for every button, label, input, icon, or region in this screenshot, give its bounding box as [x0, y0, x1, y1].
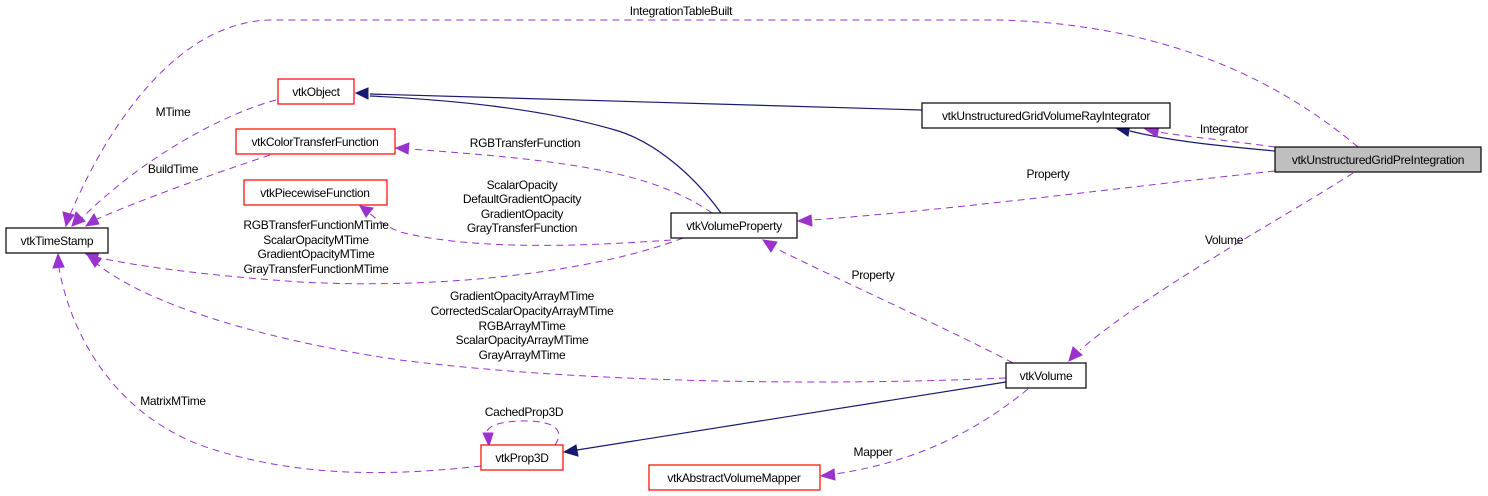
edge-label-property-volume: Property [852, 268, 895, 282]
node-vtkobject[interactable]: vtkObject [277, 78, 355, 105]
edge-arraymtime-group [95, 262, 1007, 383]
node-vtkpiecewisefunction[interactable]: vtkPiecewiseFunction [243, 179, 388, 206]
edge-label-volume: Volume [1205, 233, 1244, 247]
edge-mtime [81, 99, 277, 219]
node-label: vtkPiecewiseFunction [260, 186, 369, 200]
edge-label-rgbtransferfunctionmtime: RGBTransferFunctionMTime [243, 218, 389, 232]
edges: IntegrationTableBuilt MTime BuildTime RG… [52, 4, 1359, 481]
node-vtkabstractvolumemapper[interactable]: vtkAbstractVolumeMapper [648, 464, 821, 491]
arrowhead-integrationtablebuilt [62, 211, 75, 228]
node-vtkprop3d[interactable]: vtkProp3D [480, 444, 564, 471]
edge-rgbtransferfunction [409, 148, 713, 214]
node-label: vtkAbstractVolumeMapper [667, 471, 800, 485]
arrowhead-rayint-object [354, 87, 369, 100]
edge-mtime-group [95, 237, 684, 285]
edge-volprop-inherits-object [369, 95, 722, 214]
edge-label-mapper: Mapper [854, 445, 893, 459]
node-vtkvolumeproperty[interactable]: vtkVolumeProperty [670, 212, 798, 239]
node-label: vtkProp3D [495, 451, 549, 465]
arrowhead-volume-prop3d [562, 444, 579, 457]
edge-label-mtime: MTime [156, 105, 191, 119]
node-label: vtkObject [292, 85, 340, 99]
arrowhead-property-volume [761, 239, 778, 253]
edge-mapper [834, 388, 1029, 475]
edge-label-integrator: Integrator [1200, 122, 1249, 136]
node-label: vtkVolumeProperty [686, 219, 782, 233]
arrowhead-mtime [71, 211, 86, 227]
edge-label-integrationtablebuilt: IntegrationTableBuilt [630, 4, 733, 18]
edge-label-grayarraymtime: GrayArrayMTime [479, 348, 566, 362]
edge-label-property-preint: Property [1027, 167, 1070, 181]
edge-label-correctedscalaropacityarraymtime: CorrectedScalarOpacityArrayMTime [431, 304, 614, 318]
arrowhead-rgbtransferfunction [394, 142, 410, 155]
arrowhead-property-preint [796, 214, 813, 227]
edge-preint-inherits-rayint [1129, 130, 1276, 152]
edge-volume-inherits-prop3d [576, 381, 1007, 451]
node-label: vtkColorTransferFunction [251, 135, 378, 149]
edge-label-gradientopacity: GradientOpacity [481, 207, 564, 221]
edge-property-volume [774, 247, 1014, 364]
arrowhead-cachedprop3d [482, 432, 494, 448]
node-label: vtkTimeStamp [21, 234, 94, 248]
edge-label-rgbarraymtime: RGBArrayMTime [479, 319, 567, 333]
node-label: vtkUnstructuredGridPreIntegration [1292, 153, 1464, 167]
edge-label-rgbtransferfunction: RGBTransferFunction [470, 136, 581, 150]
nodes: vtkUnstructuredGridPreIntegration vtkUns… [5, 78, 1482, 491]
edge-label-graytransferfunctionmtime: GrayTransferFunctionMTime [244, 262, 390, 276]
edge-rayint-inherits-object [369, 93, 923, 111]
arrowhead-arraymtime-group [86, 255, 102, 268]
edge-volume [1079, 172, 1354, 351]
edge-label-matrixmtime: MatrixMTime [140, 394, 206, 408]
node-vtkunstructuredgridvolumerayintegrator[interactable]: vtkUnstructuredGridVolumeRayIntegrator [921, 102, 1171, 129]
edge-scalaropacity-group [367, 211, 672, 246]
node-label: vtkUnstructuredGridVolumeRayIntegrator [942, 109, 1150, 123]
edge-label-scalaropacityarraymtime: ScalarOpacityArrayMTime [456, 333, 589, 347]
edge-label-scalaropacitymtime: ScalarOpacityMTime [263, 233, 369, 247]
arrowhead-volume [1068, 346, 1083, 362]
node-label: vtkVolume [1020, 369, 1073, 383]
edge-label-gradientopacitymtime: GradientOpacityMTime [258, 247, 376, 261]
arrowhead-mapper [819, 468, 836, 481]
edge-label-gradientopacityarraymtime: GradientOpacityArrayMTime [450, 289, 595, 303]
node-vtkcolortransferfunction[interactable]: vtkColorTransferFunction [235, 128, 396, 155]
edge-label-cachedprop3d: CachedProp3D [485, 405, 564, 419]
arrowhead-matrixmtime [52, 252, 65, 269]
edge-buildtime [94, 154, 271, 221]
edge-label-defaultgradientopacity: DefaultGradientOpacity [463, 192, 581, 206]
edge-integrationtablebuilt [69, 19, 1359, 216]
node-vtktimestamp[interactable]: vtkTimeStamp [5, 227, 109, 254]
edge-matrixmtime [58, 267, 482, 474]
edge-integrator [1157, 131, 1276, 148]
arrowhead-buildtime [84, 213, 100, 227]
edge-label-graytransferfunction: GrayTransferFunction [467, 221, 577, 235]
edge-property-preint [811, 170, 1276, 221]
edge-label-buildtime: BuildTime [148, 162, 199, 176]
node-vtkvolume[interactable]: vtkVolume [1005, 362, 1087, 389]
edge-cachedprop3d [485, 420, 560, 446]
arrowhead-scalaropacity-group [359, 205, 374, 218]
edge-label-scalaropacity: ScalarOpacity [487, 178, 558, 192]
node-vtkunstructuredgridpreintegration[interactable]: vtkUnstructuredGridPreIntegration [1274, 146, 1482, 173]
